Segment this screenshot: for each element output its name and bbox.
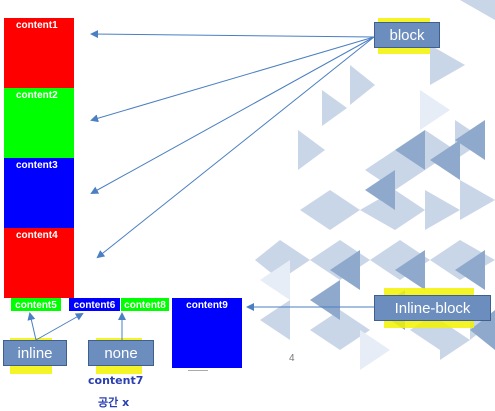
label-inline-block: Inline-block [374, 295, 491, 321]
block-content-4: content4 [4, 228, 74, 298]
handwritten-note-line-1: content7 [88, 374, 144, 387]
block-content-3: content3 [4, 158, 74, 228]
label-inline: inline [3, 340, 67, 366]
inline-content-6: content6 [69, 298, 120, 311]
inline-content-5: content5 [11, 298, 61, 311]
inline-content-8: content8 [121, 298, 169, 311]
label-block: block [374, 22, 440, 48]
label-none: none [88, 340, 154, 366]
inline-block-content-9: content9 [172, 298, 242, 368]
block-content-1: content1 [4, 18, 74, 88]
handwritten-note-line-2: 공간 x [98, 396, 130, 409]
page-number: 4 [289, 353, 295, 364]
block-content-2: content2 [4, 88, 74, 158]
underline-mark [188, 370, 208, 371]
